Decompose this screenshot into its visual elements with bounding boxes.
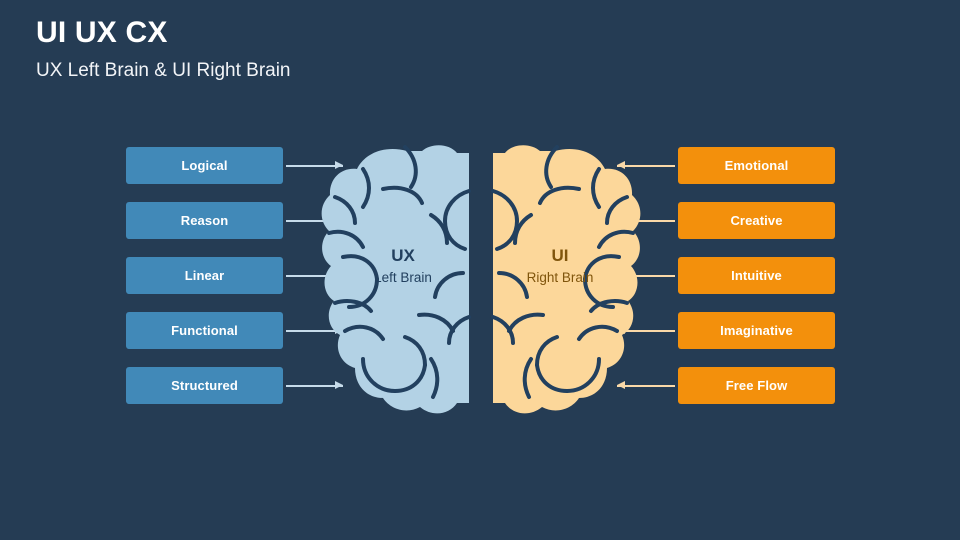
right-brain-caption-sub: Right Brain [526, 270, 594, 285]
left-item-label: Functional [171, 322, 238, 338]
right-item-label: Emotional [724, 157, 789, 173]
left-item-label: Logical [181, 157, 228, 173]
arrow-shaft [286, 165, 343, 167]
right-brain-caption: UI Right Brain [495, 245, 625, 288]
arrow-head [335, 381, 343, 390]
arrow-shaft [617, 330, 675, 332]
right-item-label: Intuitive [731, 267, 782, 283]
page-subtitle: UX Left Brain & UI Right Brain [36, 60, 291, 81]
right-item-label: Imaginative [720, 322, 793, 338]
slide-header: UI UX CX UX Left Brain & UI Right Brain [36, 14, 736, 84]
right-item-free-flow[interactable]: Free Flow [678, 367, 835, 404]
arrow-shaft [617, 275, 675, 277]
right-item-intuitive[interactable]: Intuitive [678, 257, 835, 294]
left-item-label: Reason [180, 212, 229, 228]
left-item-label: Linear [184, 267, 225, 283]
right-item-emotional[interactable]: Emotional [678, 147, 835, 184]
right-brain-caption-main: UI [551, 246, 569, 265]
right-item-label: Creative [730, 212, 783, 228]
left-item-label: Structured [171, 377, 238, 393]
arrow-head [617, 381, 625, 390]
arrow-shaft [286, 330, 343, 332]
arrow-left-icon [617, 380, 675, 391]
arrow-left-icon [617, 160, 675, 171]
left-item-reason[interactable]: Reason [126, 202, 283, 239]
arrow-right-icon [286, 380, 343, 391]
arrow-right-icon [286, 160, 343, 171]
left-item-structured[interactable]: Structured [126, 367, 283, 404]
right-item-label: Free Flow [725, 377, 788, 393]
left-brain-caption: UX Left Brain [338, 245, 468, 288]
brain-illustration [316, 131, 646, 415]
arrow-shaft [617, 220, 675, 222]
arrow-head [335, 161, 343, 170]
right-item-creative[interactable]: Creative [678, 202, 835, 239]
page-title: UI UX CX [36, 16, 168, 49]
right-brain-half [491, 145, 641, 414]
arrow-shaft [617, 165, 675, 167]
left-item-functional[interactable]: Functional [126, 312, 283, 349]
arrow-shaft [286, 220, 343, 222]
arrow-shaft [617, 385, 675, 387]
arrow-shaft [286, 385, 343, 387]
left-item-logical[interactable]: Logical [126, 147, 283, 184]
arrow-shaft [286, 275, 343, 277]
left-brain-caption-sub: Left Brain [374, 270, 432, 285]
left-brain-caption-main: UX [391, 246, 415, 265]
left-item-linear[interactable]: Linear [126, 257, 283, 294]
left-brain-half [321, 145, 471, 414]
arrow-head [617, 161, 625, 170]
right-item-imaginative[interactable]: Imaginative [678, 312, 835, 349]
